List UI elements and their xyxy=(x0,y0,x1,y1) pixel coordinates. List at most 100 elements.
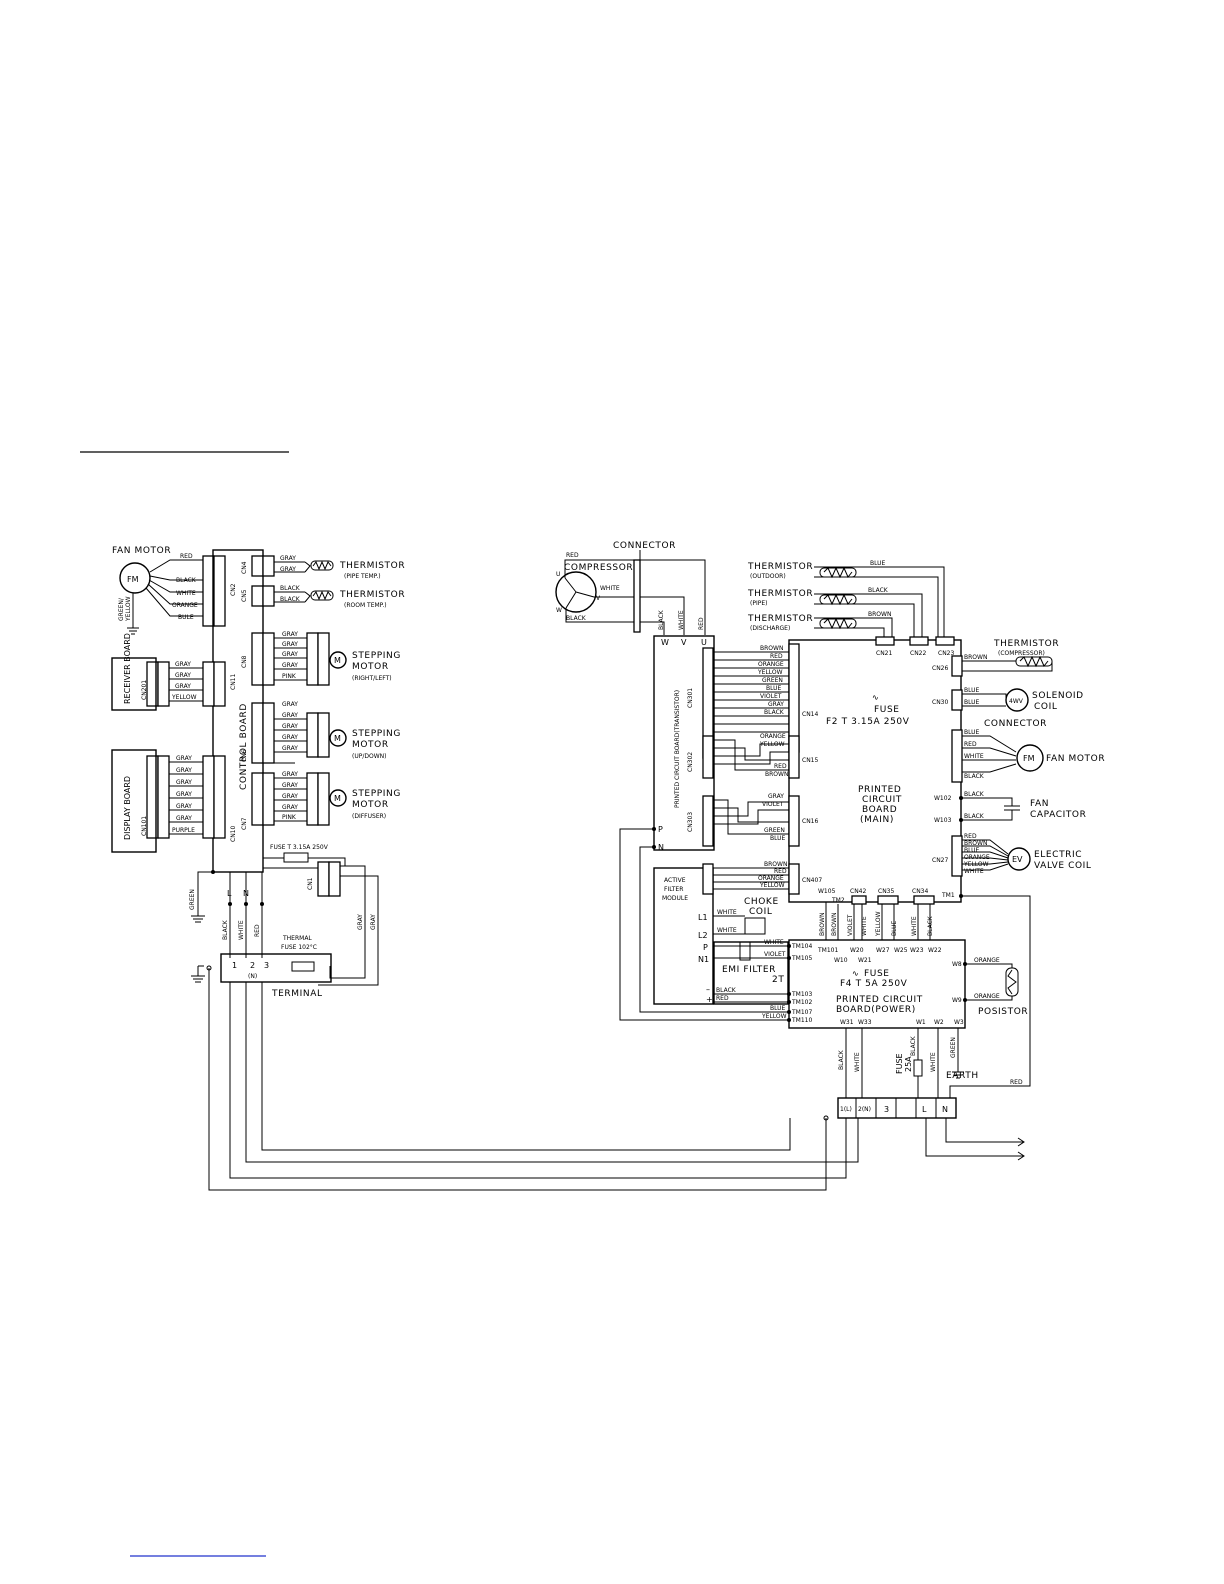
main-fuse-value: F2 T 3.15A 250V xyxy=(826,717,910,727)
cn201-connector-b xyxy=(157,661,170,707)
outdoor-unit: CONNECTOR RED COMPRESSOR U V W WHITE BLA… xyxy=(555,541,1105,1161)
cap-black-1: BLACK xyxy=(964,791,985,798)
cn14-w2: RED xyxy=(770,653,783,660)
ev-label: EV xyxy=(1012,855,1023,864)
transistor-v: V xyxy=(681,638,687,647)
disp-wire-6: GRAY xyxy=(176,815,192,822)
outdoor-terminal-dividers xyxy=(855,1098,937,1118)
lnw-drops xyxy=(229,872,263,958)
compressor-windings xyxy=(564,577,595,609)
stepping-rl-motor: MOTOR xyxy=(352,662,389,672)
cn5-connector xyxy=(251,585,264,607)
cn16-connector xyxy=(788,795,800,847)
main-pcb-1: PRINTED xyxy=(858,785,901,795)
cn407-w2: RED xyxy=(774,868,787,875)
w33-label: W33 xyxy=(858,1019,872,1026)
pipe-temp-label: (PIPE TEMP.) xyxy=(344,573,381,580)
therm-pipe-2: (PIPE) xyxy=(750,600,767,607)
cn6-label: CN6 xyxy=(241,749,248,762)
therm-comp-1: THERMISTOR xyxy=(993,639,1059,649)
cn16-w3: GREEN xyxy=(764,827,785,834)
cn6-wire-5: GRAY xyxy=(282,745,298,752)
fuse25-2: 25A xyxy=(904,1056,913,1072)
tm104: TM104 xyxy=(791,943,812,950)
ev-w6: WHITE xyxy=(964,868,984,875)
cn30-blue-2: BLUE xyxy=(964,699,980,706)
cn407-w1: BROWN xyxy=(764,861,787,868)
fan-wire-3: WHITE xyxy=(176,590,196,597)
fan-ground-wire xyxy=(127,593,139,635)
emi-filter-1: EMI FILTER xyxy=(722,965,776,975)
indoor-terminal-block xyxy=(220,953,332,983)
cn301-label: CN301 xyxy=(687,688,694,708)
cn7-connector xyxy=(251,772,264,826)
receiver-board xyxy=(111,657,157,711)
cn8-motor-plug-b xyxy=(317,632,330,686)
pwr-w23: W23 xyxy=(910,947,924,954)
outdoor-thermistors xyxy=(814,566,945,637)
w2-label: W2 xyxy=(934,1019,944,1026)
tm101: TM101 xyxy=(817,947,838,954)
tm-wire-2: VIOLET xyxy=(764,951,786,958)
cn23-label: CN23 xyxy=(938,650,954,657)
afm-plus: + xyxy=(706,995,713,1004)
cn14-wires xyxy=(713,651,789,733)
cn1-label: CN1 xyxy=(307,877,314,890)
tm102: TM102 xyxy=(791,999,812,1006)
oterm-l: L xyxy=(922,1105,927,1114)
cn407-wires xyxy=(713,867,789,890)
indoor-ground xyxy=(191,965,205,983)
cn8-wire-1: GRAY xyxy=(282,631,298,638)
cn5-wires xyxy=(274,591,311,603)
disp-wire-2: GRAY xyxy=(176,767,192,774)
cn6-wire-1: GRAY xyxy=(282,701,298,708)
indoor-fuse-label: FUSE T 3.15A 250V xyxy=(270,844,329,851)
choke-white-2: WHITE xyxy=(717,927,737,934)
cn6-motor-plug xyxy=(306,712,319,758)
outdoor-terminal-block xyxy=(837,1097,957,1119)
cn8-wire-5: PINK xyxy=(282,673,297,680)
cn34-connector xyxy=(913,895,935,905)
cn30-connector xyxy=(951,689,963,711)
main-fuse-label: FUSE xyxy=(874,705,900,715)
cn26-brown: BROWN xyxy=(964,654,987,661)
fan-cap-wires xyxy=(961,797,1020,821)
cn5-connector-b xyxy=(262,585,275,607)
stepping-motor-rl-symbol xyxy=(329,651,347,669)
cn27-connector xyxy=(951,835,963,877)
power-pcb-2: BOARD(POWER) xyxy=(836,1005,916,1015)
electric-valve-2: VALVE COIL xyxy=(1034,861,1092,871)
pwr-w6: BLUE xyxy=(891,920,898,936)
cn1-gray-wires xyxy=(318,865,379,986)
therm-wire-black: BLACK xyxy=(868,587,889,594)
cn14-w8: GRAY xyxy=(768,701,784,708)
cn6-motor-plug-b xyxy=(317,712,330,758)
wvu-wire-white: WHITE xyxy=(678,610,685,630)
bottom-wire-white-2: WHITE xyxy=(930,1052,937,1072)
transistor-w: W xyxy=(661,638,669,647)
cn303-connector xyxy=(702,795,714,847)
l-node xyxy=(228,902,232,906)
cn5-label: CN5 xyxy=(241,589,248,602)
cn16-label: CN16 xyxy=(802,818,818,825)
cn4-connector-b xyxy=(262,555,275,577)
power-pcb xyxy=(788,939,966,1029)
cn1-connector-b xyxy=(328,861,341,897)
comp-black: BLACK xyxy=(566,615,587,622)
recv-wire-3: GRAY xyxy=(175,683,191,690)
fan-wire-4: ORANGE xyxy=(172,602,198,609)
pipe-thermistor-label: THERMISTOR xyxy=(339,561,405,571)
cn30-blue-1: BLUE xyxy=(964,687,980,694)
cn8-wires xyxy=(274,637,307,681)
disp-wire-1: GRAY xyxy=(176,755,192,762)
power-fuse-value: F4 T 5A 250V xyxy=(840,979,908,989)
pwr-w21: W21 xyxy=(858,957,872,964)
ground-node xyxy=(211,870,215,874)
posistor-zigzag xyxy=(1007,969,1017,995)
afm-2: FILTER xyxy=(664,886,683,893)
ev-w1: RED xyxy=(964,833,977,840)
cn7-wire-5: PINK xyxy=(282,814,297,821)
cn201-label: CN201 xyxy=(141,680,148,700)
pipe-thermistor-zigzag xyxy=(312,560,332,571)
power-pcb-top-wires xyxy=(825,902,931,940)
